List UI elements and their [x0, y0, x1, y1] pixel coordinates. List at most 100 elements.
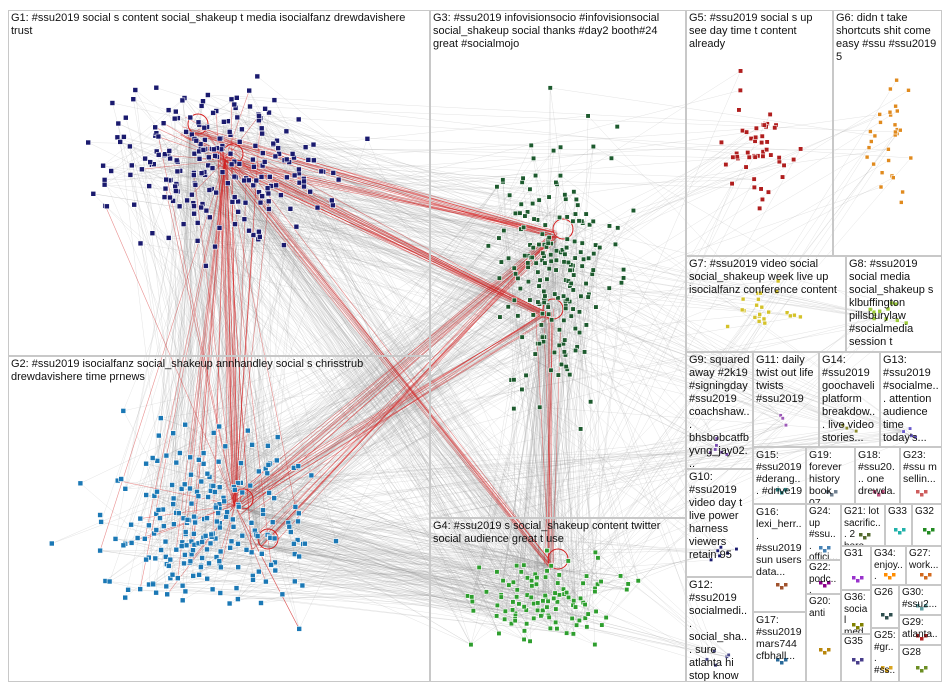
edge: [593, 146, 872, 311]
edge: [130, 159, 226, 176]
edge: [158, 136, 718, 551]
edge: [176, 512, 551, 566]
edge: [165, 556, 532, 587]
edge: [234, 150, 554, 506]
edge-highlight: [248, 312, 545, 514]
edge: [259, 544, 536, 575]
edge: [516, 565, 621, 577]
edge: [259, 544, 565, 595]
edge: [234, 504, 472, 645]
edge: [262, 243, 549, 511]
edge: [282, 314, 546, 595]
edge: [259, 544, 548, 572]
edge: [542, 260, 622, 283]
edge: [117, 156, 218, 481]
edge: [258, 239, 542, 617]
group-g36-box: G36: social med...: [841, 590, 871, 634]
edge: [104, 184, 217, 193]
edge: [118, 123, 173, 575]
edge: [234, 280, 541, 506]
group-g31-label: G31: [844, 548, 863, 559]
edge: [115, 538, 550, 618]
edge: [155, 159, 226, 559]
group-g2-box: G2: #ssu2019 isocialfanz social_shakeup …: [8, 356, 430, 682]
edge-highlight: [234, 430, 249, 506]
edge: [513, 582, 546, 596]
edge: [582, 131, 896, 584]
edge: [224, 159, 278, 438]
edge: [568, 133, 898, 562]
edge: [189, 129, 472, 645]
edge: [234, 261, 552, 506]
edge: [125, 159, 226, 598]
group-g35-box: G35: [841, 634, 871, 682]
edge: [224, 159, 525, 632]
edge: [189, 129, 571, 265]
edge: [259, 186, 498, 546]
edge: [237, 117, 556, 236]
edge: [573, 244, 616, 634]
edge: [185, 246, 566, 425]
edge: [267, 217, 560, 446]
edge: [199, 157, 517, 598]
edge: [224, 159, 502, 596]
edge: [176, 160, 574, 601]
group-g11-box: G11: daily twist out life twists #ssu201…: [753, 352, 819, 447]
group-g26-box: G26: [871, 585, 899, 628]
edge: [566, 266, 583, 634]
edge: [565, 301, 716, 666]
edge: [257, 76, 540, 305]
graph-node: [216, 225, 223, 231]
graph-node: [202, 137, 208, 143]
edge: [238, 186, 498, 506]
edge: [259, 544, 497, 572]
edge-highlight: [185, 116, 548, 315]
edge: [292, 153, 500, 634]
edge: [267, 190, 518, 279]
edge: [572, 265, 708, 660]
edge: [180, 170, 220, 562]
edge: [262, 133, 551, 629]
edge: [158, 435, 236, 506]
edge: [189, 129, 512, 624]
edge: [111, 107, 236, 172]
edge: [561, 364, 783, 419]
edges-red-layer: [99, 90, 574, 630]
edge: [549, 564, 587, 577]
edge: [537, 314, 546, 611]
edge: [268, 464, 538, 578]
edge: [224, 159, 581, 430]
edge: [193, 172, 545, 338]
group-g1-box: G1: #ssu2019 social s content social_sha…: [8, 10, 430, 356]
edge: [215, 507, 252, 553]
edge: [523, 234, 556, 566]
edge: [145, 268, 550, 560]
edge: [194, 183, 551, 566]
edge: [131, 165, 266, 469]
edge: [237, 543, 259, 572]
edge: [191, 554, 574, 634]
edge: [191, 544, 261, 555]
edge: [259, 544, 537, 585]
edge: [189, 129, 561, 148]
edge: [242, 222, 583, 536]
group-g7-label: G7: #ssu2019 video social social_shakeup…: [689, 258, 837, 296]
edge-highlight: [218, 461, 236, 506]
edge: [586, 291, 777, 577]
edge: [224, 159, 487, 593]
edge: [203, 149, 550, 198]
edge: [224, 159, 527, 611]
edge: [189, 129, 291, 533]
edge: [233, 526, 729, 656]
edge: [104, 159, 226, 185]
edge: [117, 137, 236, 506]
edge: [259, 196, 550, 546]
edge: [549, 552, 596, 566]
edge: [576, 115, 589, 626]
edge: [554, 234, 629, 585]
edge: [51, 337, 523, 544]
edge: [276, 140, 556, 236]
edge: [109, 457, 153, 582]
edge: [160, 417, 551, 566]
edge: [214, 452, 722, 493]
